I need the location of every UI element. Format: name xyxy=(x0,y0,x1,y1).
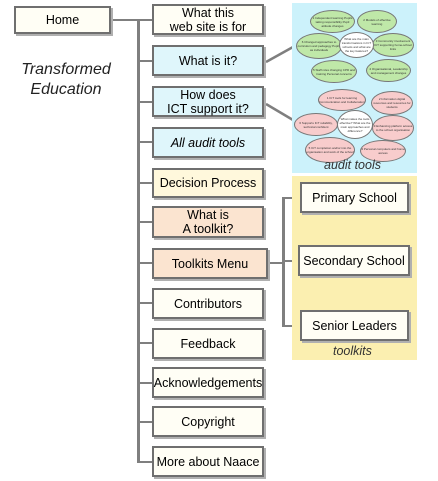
audit-green-node-6[interactable]: 6 Changed approaches to curriculum and p… xyxy=(296,33,342,59)
audit-pink-node-4[interactable]: 4 Personal computers and home access xyxy=(360,140,406,162)
audit-tools-label: audit tools xyxy=(324,158,381,172)
toolkit-link xyxy=(268,262,284,264)
branch-7 xyxy=(137,262,153,264)
home-connector xyxy=(110,19,139,21)
branch-2 xyxy=(137,60,153,62)
nav-more-about-naace[interactable]: More about Naace xyxy=(152,446,264,477)
toolkits-label: toolkits xyxy=(333,344,372,358)
nav-decision-process[interactable]: Decision Process xyxy=(152,168,264,198)
audit-green-node-3[interactable]: 3 Community involvement ICT supporting h… xyxy=(372,33,414,57)
trunk-line xyxy=(137,19,140,463)
branch-11 xyxy=(137,421,153,423)
audit-pink-node-2[interactable]: 2 Information digital resources and reso… xyxy=(371,91,413,115)
toolkit-branch-1 xyxy=(282,197,300,199)
home-label: Home xyxy=(45,13,80,27)
nav-toolkits-menu[interactable]: Toolkits Menu xyxy=(152,248,268,279)
audit-pink-node-3[interactable]: 3 Enhancing platform access to the schoo… xyxy=(372,115,414,141)
toolkit-trunk xyxy=(282,197,285,327)
branch-12 xyxy=(137,461,153,463)
branch-3 xyxy=(137,101,153,103)
nav-feedback[interactable]: Feedback xyxy=(152,328,264,359)
branch-5 xyxy=(137,182,153,184)
transformed-education-label: Transformed Education xyxy=(21,61,111,98)
toolkit-primary-school[interactable]: Primary School xyxy=(300,182,409,213)
home-button[interactable]: Home xyxy=(14,6,111,34)
audit-green-node-1[interactable]: 1 Independent learning Pupils taking res… xyxy=(310,10,355,33)
branch-8 xyxy=(137,302,153,304)
audit-pink-node-5[interactable]: 5 ICT completion and/or into the organis… xyxy=(305,137,355,163)
audit-green-center[interactable]: What are the main transformations in ICT… xyxy=(339,32,374,58)
audit-green-node-2[interactable]: 2 Models of effective learning xyxy=(357,10,397,33)
branch-4 xyxy=(137,141,153,143)
nav-all-audit-tools[interactable]: All audit tools xyxy=(152,127,264,158)
nav-acknowledgements[interactable]: Acknowledgements xyxy=(152,367,264,398)
audit-pink-node-6[interactable]: 6 Supports ICT reliability, technical co… xyxy=(294,113,338,136)
audit-green-node-4[interactable]: 4 Organisational, Leadership and managem… xyxy=(366,59,411,82)
toolkit-secondary-school[interactable]: Secondary School xyxy=(298,245,410,276)
branch-9 xyxy=(137,342,153,344)
nav-copyright[interactable]: Copyright xyxy=(152,406,264,437)
toolkit-senior-leaders[interactable]: Senior Leaders xyxy=(300,310,409,341)
branch-1 xyxy=(137,19,153,21)
audit-green-node-5[interactable]: 5 Staff roles changing CPD and training … xyxy=(311,60,357,83)
audit-pink-node-1[interactable]: 1 ICT tools for learning Communication a… xyxy=(318,89,366,111)
branch-6 xyxy=(137,221,153,223)
nav-contributors[interactable]: Contributors xyxy=(152,288,264,319)
audit-pink-center[interactable]: What makes the tools effective? What are… xyxy=(337,110,373,139)
nav-what-is-it[interactable]: What is it? xyxy=(152,45,264,76)
toolkit-branch-2 xyxy=(282,260,300,262)
toolkit-branch-3 xyxy=(282,325,300,327)
branch-10 xyxy=(137,382,153,384)
